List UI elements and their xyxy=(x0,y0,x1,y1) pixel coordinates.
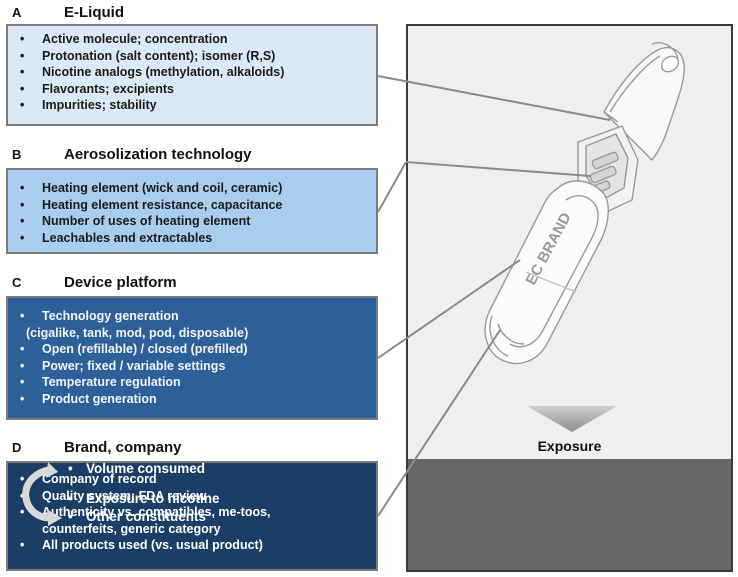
exposure-item: Volume consumed xyxy=(66,460,205,478)
exposure-list-primary: Volume consumed xyxy=(66,460,205,478)
section-a-title: E-Liquid xyxy=(64,3,124,21)
section-c-letter: C xyxy=(12,274,22,290)
e-cigarette-illustration: EC BRAND xyxy=(484,42,685,365)
aerosolization-item: Leachables and extractables xyxy=(18,230,368,247)
device-platform-item: Power; fixed / variable settings xyxy=(18,358,368,375)
e-liquid-item: Nicotine analogs (methylation, alkaloids… xyxy=(18,64,368,81)
aerosolization-item: Heating element (wick and coil, ceramic) xyxy=(18,180,368,197)
exposure-item: Exposure to nicotine xyxy=(66,490,220,508)
section-b-header: B Aerosolization technology xyxy=(12,142,252,166)
device-platform-item: Open (refillable) / closed (prefilled) xyxy=(18,341,368,358)
e-liquid-item: Active molecule; concentration xyxy=(18,31,368,48)
aerosolization-box: Heating element (wick and coil, ceramic)… xyxy=(6,168,378,254)
brand-company-item: All products used (vs. usual product) xyxy=(18,537,368,554)
section-c-header: C Device platform xyxy=(12,270,177,294)
device-platform-item-line1: Technology generation xyxy=(42,309,179,323)
section-d-header: D Brand, company xyxy=(12,435,182,459)
section-b-title: Aerosolization technology xyxy=(64,145,252,163)
exposure-label: Exposure xyxy=(537,438,602,454)
section-c-title: Device platform xyxy=(64,273,177,291)
device-platform-item: Product generation xyxy=(18,391,368,408)
exposure-panel xyxy=(408,459,731,570)
aerosolization-item: Heating element resistance, capacitance xyxy=(18,197,368,214)
section-d-letter: D xyxy=(12,439,22,455)
device-platform-box: Technology generation (cigalike, tank, m… xyxy=(6,296,378,420)
e-liquid-item: Flavorants; excipients xyxy=(18,81,368,98)
e-liquid-box: Active molecule; concentration Protonati… xyxy=(6,24,378,126)
e-liquid-item: Protonation (salt content); isomer (R,S) xyxy=(18,48,368,65)
device-platform-item: Temperature regulation xyxy=(18,374,368,391)
exposure-item: Other constituents xyxy=(66,508,220,526)
device-platform-item: Technology generation (cigalike, tank, m… xyxy=(18,308,368,341)
device-body xyxy=(484,180,609,365)
connector-b1 xyxy=(377,161,407,213)
cycle-arrow-icon xyxy=(22,462,62,526)
aerosolization-item: Number of uses of heating element xyxy=(18,213,368,230)
arrow-down-icon xyxy=(527,406,617,432)
section-a-letter: A xyxy=(12,4,22,20)
e-liquid-item: Impurities; stability xyxy=(18,97,368,114)
device-platform-item-line2: (cigalike, tank, mod, pod, disposable) xyxy=(26,325,249,340)
section-d-title: Brand, company xyxy=(64,438,182,456)
section-a-header: A E-Liquid xyxy=(12,0,124,24)
section-b-letter: B xyxy=(12,146,22,162)
exposure-list-secondary: Exposure to nicotine Other constituents xyxy=(66,490,220,526)
